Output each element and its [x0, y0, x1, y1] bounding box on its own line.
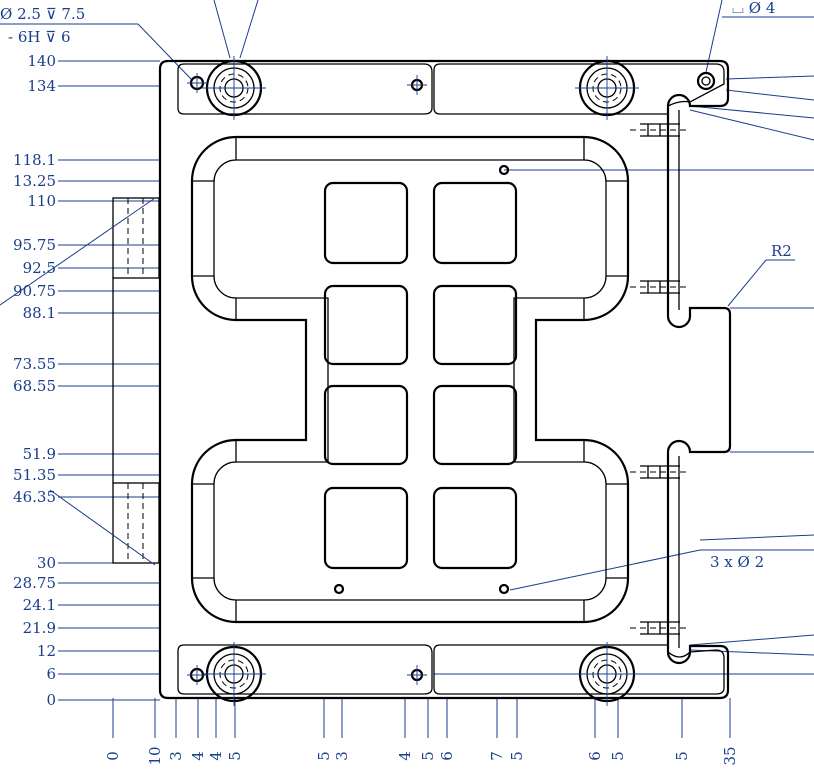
- left-tab-upper-hidden: [127, 198, 144, 278]
- left-dim-label: 0: [46, 691, 56, 709]
- holes-callout: 3 x Ø 2: [710, 553, 764, 571]
- window-r2-c1: [323, 284, 409, 366]
- left-dim-label: 110: [27, 192, 56, 210]
- window-r4-c2: [432, 486, 518, 570]
- window-r1-c1: [323, 181, 409, 265]
- left-dim-label: 92.5: [23, 259, 56, 277]
- left-tab-lower: [112, 482, 160, 564]
- window-r3-c1: [323, 384, 409, 466]
- stud-1: [630, 123, 690, 137]
- left-dim-label: 13.25: [13, 172, 56, 190]
- right-leader-8: [699, 534, 814, 541]
- left-dimension-group: 140 134 118.1 13.25 110 95.75 92.5 90.75 88.1 73.…: [13, 52, 160, 709]
- left-dim-label: 24.1: [23, 596, 56, 614]
- bottom-dim-label: 5: [673, 751, 691, 761]
- bottom-dim-label: 0: [104, 751, 122, 761]
- cbore-hole-top-right: [575, 56, 639, 120]
- right-leader-2: [725, 89, 814, 101]
- left-dim-label: 140: [27, 52, 56, 70]
- cbore-hole-bottom-right: [575, 642, 639, 706]
- small-hole-top-right: [696, 71, 716, 91]
- stud-2: [630, 280, 690, 294]
- window-r1-c2: [432, 181, 518, 265]
- right-leader-9: [689, 634, 814, 646]
- tab-diag-upper: [0, 197, 156, 306]
- left-dim-label: 73.55: [13, 355, 56, 373]
- pocket-inner: [213, 159, 607, 601]
- small-hole-top-mid: [407, 75, 427, 95]
- plate-outline: [158, 59, 732, 700]
- top-rail-right: [433, 63, 725, 115]
- cbore-spec: ⌴ Ø 4: [732, 0, 775, 17]
- hole-spec-leader: [137, 23, 193, 81]
- small-hole-bottom-left: [187, 665, 207, 685]
- pin-hole-bottom-right: [498, 583, 510, 595]
- bottom-rail-right: [433, 644, 725, 695]
- left-tab-upper: [112, 197, 160, 279]
- bottom-dim-label: 5: [315, 751, 333, 761]
- bottom-dim-label: 4: [207, 751, 225, 761]
- pocket-outer: [190, 135, 630, 624]
- bottom-dim-label: 6: [438, 751, 456, 761]
- pin-hole-bottom-left: [333, 583, 345, 595]
- left-dim-label: 90.75: [13, 282, 56, 300]
- left-dim-label: 46.35: [13, 488, 56, 506]
- bottom-dim-label: 3: [167, 751, 185, 761]
- left-dim-label: 118.1: [13, 151, 56, 169]
- right-leader-3: [689, 105, 814, 119]
- right-leader-1: [725, 75, 814, 80]
- window-r4-c1: [323, 486, 409, 570]
- left-dim-label: 12: [37, 642, 56, 660]
- bottom-dim-label: 35: [721, 746, 739, 765]
- cbore-hole-bottom-left: [202, 642, 266, 706]
- left-tab-lower-hidden: [127, 483, 144, 563]
- bottom-dim-label: 5: [508, 751, 526, 761]
- left-dim-label: 95.75: [13, 236, 56, 254]
- small-hole-top-left: [187, 73, 207, 93]
- left-dim-label: 68.55: [13, 377, 56, 395]
- left-dim-label: 88.1: [23, 304, 56, 322]
- bottom-dim-label: 6: [586, 751, 604, 761]
- bottom-dim-label: 5: [419, 751, 437, 761]
- cbore-hole-top-left: [202, 56, 266, 120]
- cbore-leader-a: [213, 0, 231, 59]
- left-dim-label: 51.9: [23, 445, 56, 463]
- stud-4: [630, 621, 690, 635]
- bottom-dim-label: 5: [609, 751, 627, 761]
- left-dim-label: 134: [27, 77, 56, 95]
- radius-leader: [727, 259, 767, 307]
- bottom-dim-label: 7: [488, 751, 506, 761]
- bottom-dim-label: 5: [226, 751, 244, 761]
- bottom-dim-label: 10: [146, 746, 164, 765]
- left-dim-label: 28.75: [13, 574, 56, 592]
- bottom-dim-label: 3: [333, 751, 351, 761]
- hole-spec-line1: Ø 2.5 ⊽ 7.5: [0, 5, 85, 23]
- bottom-rail-left: [177, 644, 433, 695]
- left-dim-label: 6: [46, 665, 56, 683]
- bottom-dim-label: 4: [396, 751, 414, 761]
- bottom-dim-label: 4: [189, 751, 207, 761]
- stud-3: [630, 465, 690, 479]
- window-r3-c2: [432, 384, 518, 466]
- tab-diag-lower: [49, 489, 156, 566]
- top-rail-left: [177, 63, 433, 115]
- small-hole-bottom-mid: [407, 665, 427, 685]
- radius-callout: R2: [771, 242, 792, 260]
- pin-hole-top: [498, 164, 510, 176]
- window-r2-c2: [432, 284, 518, 366]
- left-dim-label: 51.35: [13, 466, 56, 484]
- pocket-tangent-lines: [192, 137, 628, 622]
- left-dim-label: 21.9: [23, 619, 56, 637]
- hole-spec-line2: - 6H ⊽ 6: [8, 28, 71, 46]
- cbore-leader-b: [239, 0, 259, 59]
- right-leader-4: [689, 109, 814, 141]
- left-dim-label: 30: [37, 554, 56, 572]
